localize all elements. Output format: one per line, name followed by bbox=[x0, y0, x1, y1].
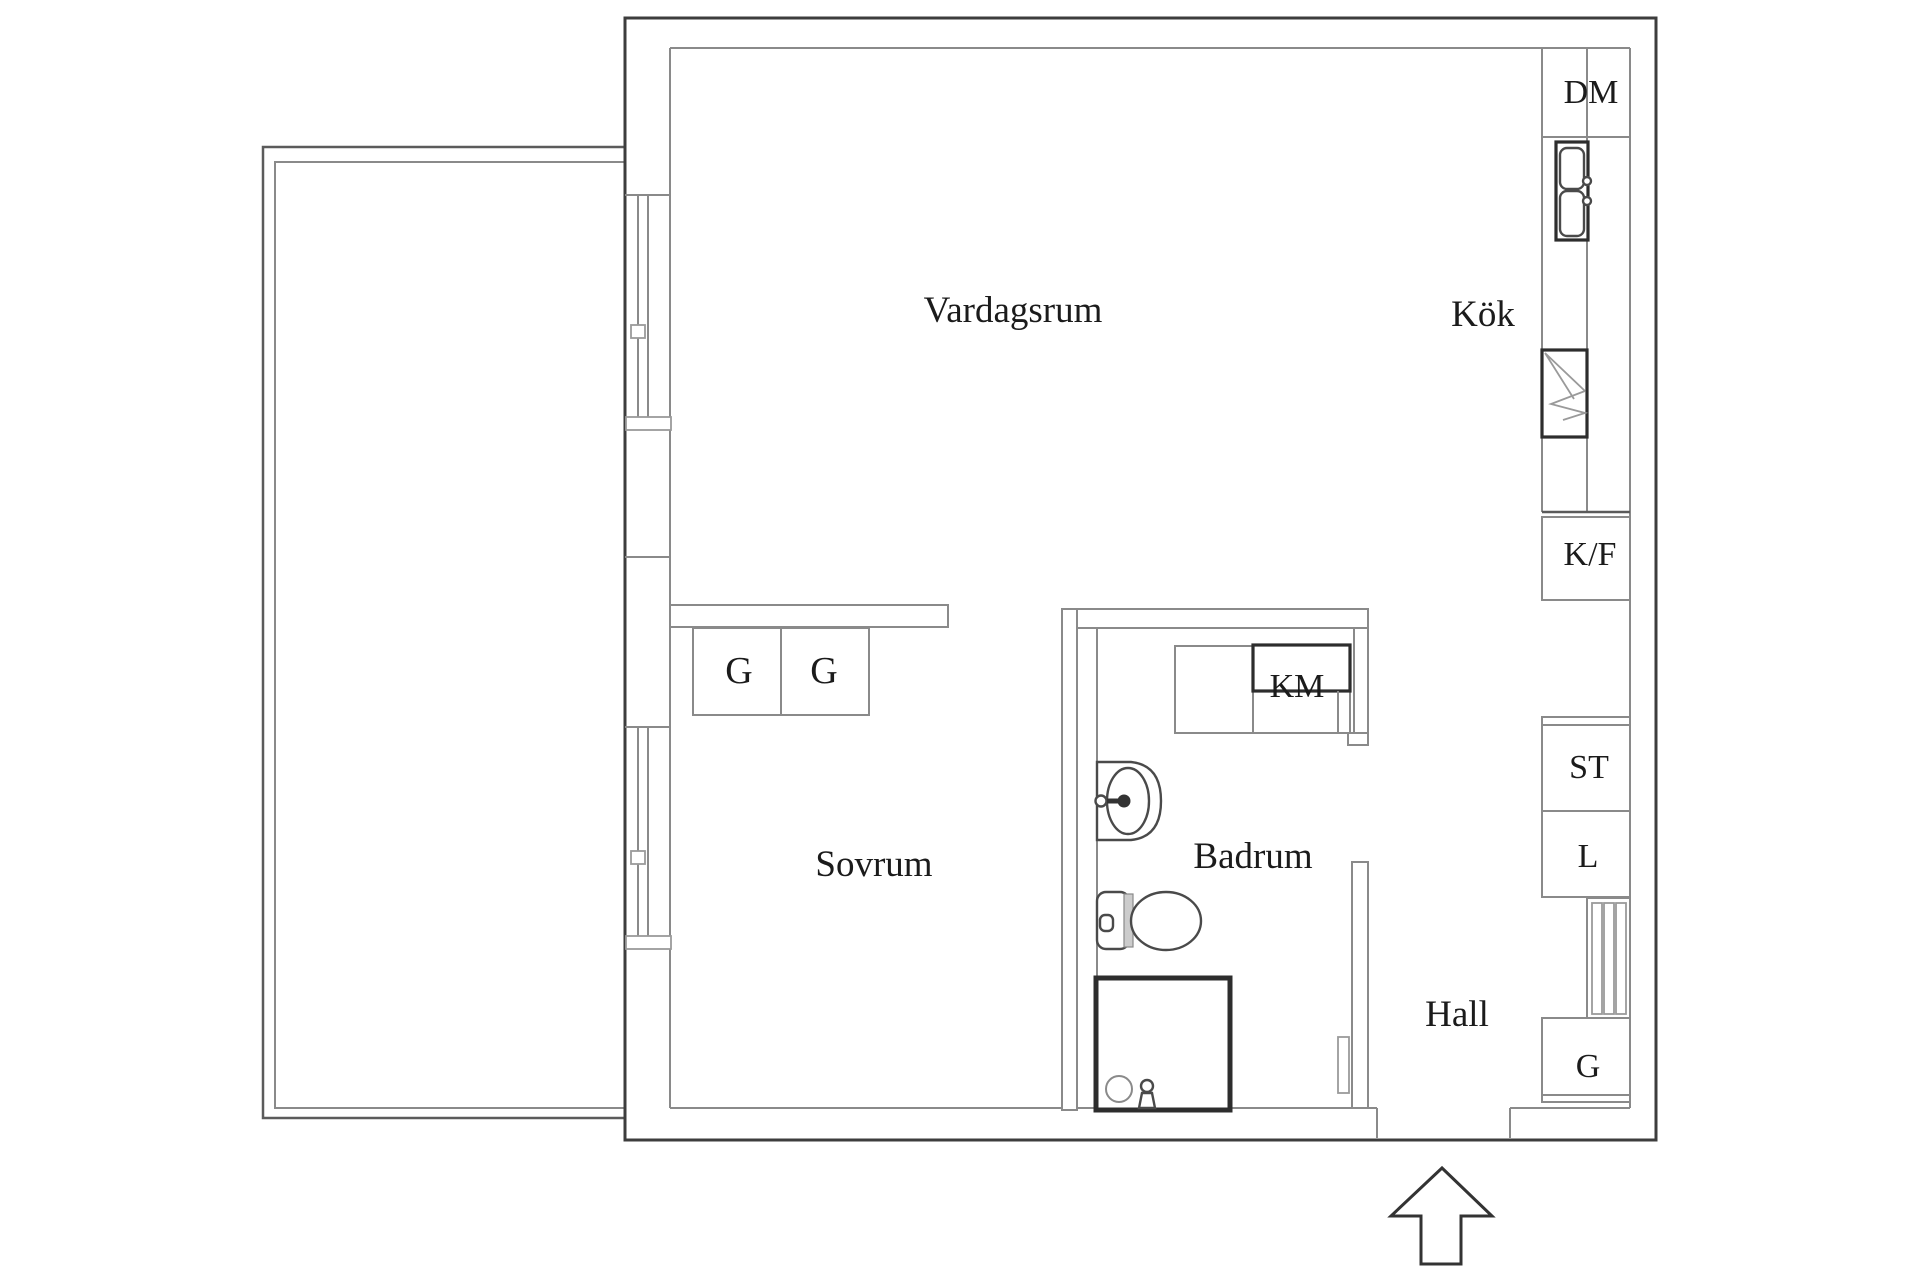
sink-basin-bottom bbox=[1558, 189, 1586, 238]
bedroom-wardrobes bbox=[692, 627, 870, 716]
shower-tray bbox=[1093, 975, 1233, 1113]
bathroom-door-jamb bbox=[1347, 732, 1369, 746]
living-room-window bbox=[625, 194, 672, 431]
washing-machine-box bbox=[1251, 643, 1352, 693]
entrance-arrow-icon bbox=[1387, 1165, 1496, 1266]
toilet-icon bbox=[1095, 890, 1203, 952]
bathroom-fixtures bbox=[1093, 643, 1352, 1113]
outer-boundary bbox=[623, 16, 1658, 1142]
faucet-head bbox=[1117, 794, 1131, 808]
shower-drain bbox=[1105, 1075, 1133, 1103]
linen-closet-label: L bbox=[1578, 838, 1599, 875]
faucet-dot bbox=[1581, 195, 1593, 207]
kitchen-sink-icon bbox=[1554, 140, 1593, 242]
hall-wardrobe-label: G bbox=[1576, 1048, 1601, 1085]
fridge-freezer-box bbox=[1541, 516, 1631, 601]
toilet-bowl bbox=[1129, 890, 1203, 952]
bedroom-wardrobe-right-label: G bbox=[810, 650, 837, 692]
window-handle-icon bbox=[630, 850, 646, 865]
bathroom-east-wall-upper bbox=[1353, 627, 1369, 734]
bathroom-west-wall bbox=[1061, 608, 1078, 1111]
hall-closets bbox=[1541, 716, 1631, 1103]
faucet-base bbox=[1094, 794, 1108, 808]
balcony-inner-wall bbox=[274, 161, 625, 1109]
bedroom-window bbox=[625, 726, 672, 950]
bathroom-sink-icon bbox=[1094, 760, 1163, 842]
bedroom-wardrobe-left-label: G bbox=[725, 650, 752, 692]
balcony-outer-wall bbox=[261, 145, 625, 1120]
bathroom-label: Badrum bbox=[1193, 836, 1312, 877]
flush-button bbox=[1098, 913, 1115, 933]
louver-radiator-icon bbox=[1586, 897, 1631, 1019]
window-handle-icon bbox=[630, 324, 646, 339]
balcony bbox=[261, 145, 625, 1120]
hall-label: Hall bbox=[1425, 994, 1489, 1035]
washing-machine-label: KM bbox=[1270, 668, 1325, 705]
bedroom-north-wall bbox=[669, 604, 949, 628]
bedroom-label: Sovrum bbox=[815, 844, 932, 885]
shower-icon bbox=[1093, 975, 1233, 1113]
louver-slat bbox=[1591, 902, 1603, 1015]
bathroom-door-leaf bbox=[1337, 1036, 1350, 1094]
shower-mixer-base bbox=[1137, 1091, 1157, 1110]
washing-machine-counter bbox=[1174, 643, 1352, 734]
shower-mixer-top bbox=[1139, 1078, 1155, 1094]
louver-slat bbox=[1603, 902, 1615, 1015]
dishwasher-label: DM bbox=[1564, 74, 1619, 111]
hall-wardrobe-box bbox=[1541, 1017, 1631, 1103]
labels: Vardagsrum Kök Sovrum Badrum Hall DM K/F… bbox=[725, 74, 1618, 1085]
stove-symbol-lines bbox=[1544, 352, 1589, 421]
cleaning-closet-box bbox=[1541, 716, 1631, 812]
bathroom-north-wall bbox=[1061, 608, 1369, 629]
louver-slat bbox=[1615, 902, 1627, 1015]
exterior-walls bbox=[623, 16, 1658, 1142]
cleaning-closet-label: ST bbox=[1569, 749, 1609, 786]
linen-closet-box bbox=[1541, 810, 1631, 898]
living-room-label: Vardagsrum bbox=[924, 290, 1103, 331]
faucet-dot bbox=[1581, 175, 1593, 187]
stove-icon bbox=[1540, 348, 1589, 439]
kitchen-label: Kök bbox=[1451, 294, 1515, 335]
sink-basin-top bbox=[1558, 146, 1586, 191]
bathroom-east-wall-lower bbox=[1351, 861, 1369, 1109]
window-sill bbox=[625, 935, 672, 950]
interior-walls bbox=[669, 604, 1369, 1111]
window-sill bbox=[625, 416, 672, 431]
fridge-freezer-label: K/F bbox=[1564, 536, 1617, 573]
kitchen-units bbox=[1540, 48, 1631, 601]
